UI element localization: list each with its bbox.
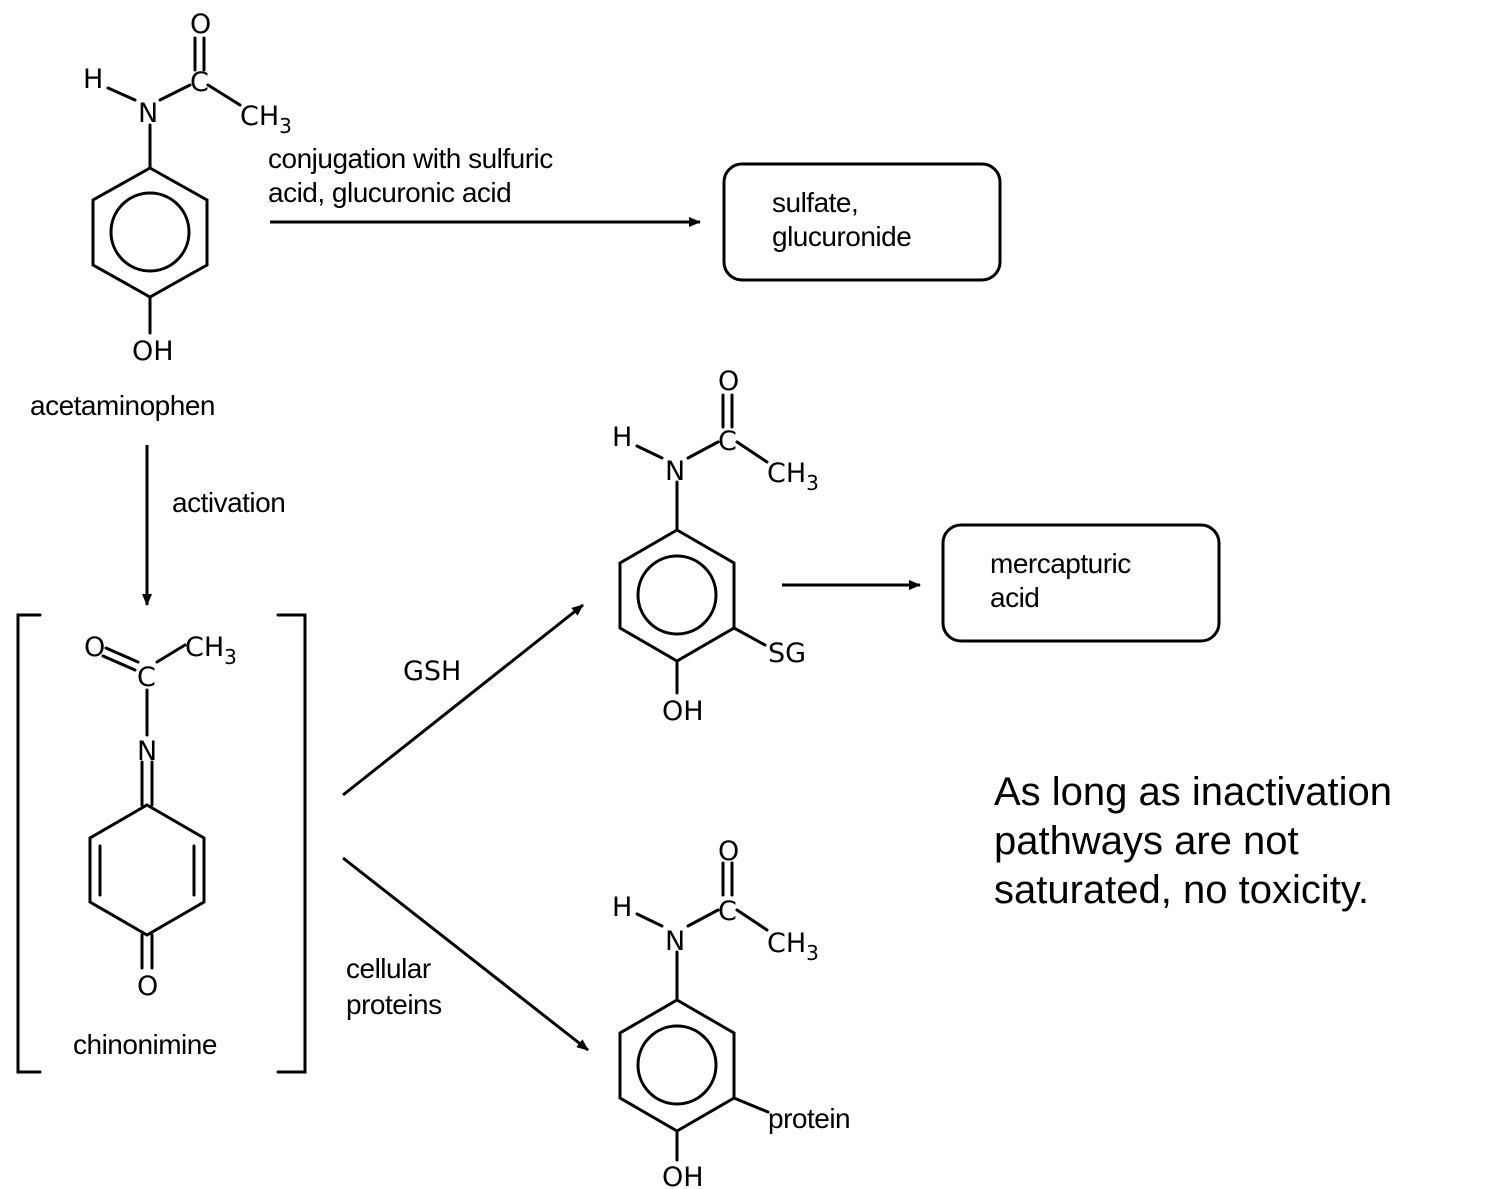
protein-adduct-o-atom: O: [718, 836, 739, 867]
acetaminophen-structure: H N C O CH3 OH acetaminophen: [30, 9, 292, 421]
mercapturic-label: mercapturic: [990, 548, 1131, 579]
protein-adduct-structure: H N C O CH3 protein OH: [612, 836, 851, 1189]
caption-line-3: saturated, no toxicity.: [994, 868, 1369, 912]
chinonimine-label: chinonimine: [73, 1029, 217, 1060]
gsh-conjugate-structure: H N C O CH3 SG OH: [612, 366, 819, 727]
cellular-proteins-arrow: cellular proteins: [342, 856, 589, 1052]
caption-line-2: pathways are not: [994, 819, 1299, 863]
gsh-conjugate-oh-group: OH: [662, 696, 704, 727]
chinonimine-c-atom: C: [137, 662, 156, 693]
protein-adduct-protein-label: protein: [768, 1103, 850, 1134]
acetaminophen-ch3-group: CH3: [240, 101, 292, 138]
acid-label: acid: [990, 582, 1039, 613]
gsh-arrow: GSH: [342, 603, 584, 797]
gsh-conjugate-n-atom: N: [665, 456, 685, 487]
chinonimine-ch3-group: CH3: [185, 632, 237, 669]
activation-label: activation: [172, 487, 285, 518]
sulfate-label: sulfate,: [772, 187, 858, 218]
gsh-conjugate-sg-group: SG: [768, 638, 806, 669]
chinonimine-o-bottom-atom: O: [137, 971, 158, 1002]
acetaminophen-o-atom: O: [190, 9, 211, 40]
gsh-label: GSH: [403, 656, 461, 687]
acetaminophen-n-atom: N: [138, 98, 158, 129]
chinonimine-n-atom: N: [137, 736, 157, 767]
cellular-label: cellular: [346, 953, 431, 984]
gsh-conjugate-o-atom: O: [718, 366, 739, 397]
acetaminophen-c-atom: C: [190, 67, 209, 98]
protein-adduct-ch3-group: CH3: [767, 928, 819, 965]
glucuronide-label: glucuronide: [772, 221, 911, 252]
protein-adduct-oh-group: OH: [662, 1162, 704, 1189]
conjugation-label-line2: acid, glucuronic acid: [268, 177, 511, 208]
gsh-conjugate-c-atom: C: [718, 426, 737, 457]
protein-adduct-c-atom: C: [718, 896, 737, 927]
sulfate-glucuronide-box: sulfate, glucuronide: [722, 162, 1002, 282]
gsh-conjugate-ch3-group: CH3: [767, 458, 819, 495]
protein-adduct-n-atom: N: [665, 926, 685, 957]
acetaminophen-h-atom: H: [83, 64, 103, 95]
proteins-label: proteins: [346, 989, 442, 1020]
mercapturic-acid-box: mercapturic acid: [941, 523, 1221, 643]
protein-adduct-h-atom: H: [612, 892, 632, 923]
chinonimine-o-top-atom: O: [84, 632, 105, 663]
acetaminophen-label: acetaminophen: [30, 390, 215, 421]
gsh-conjugate-h-atom: H: [612, 422, 632, 453]
caption-line-1: As long as inactivation: [994, 770, 1393, 814]
conjugation-label-line1: conjugation with sulfuric: [268, 143, 553, 174]
activation-arrow: activation: [142, 445, 286, 606]
acetaminophen-oh-group: OH: [132, 336, 174, 367]
chinonimine-structure: O C CH3 N O chinonimine: [16, 613, 307, 1074]
toxicity-caption: As long as inactivation pathways are not…: [994, 768, 1474, 915]
conjugation-arrow: conjugation with sulfuric acid, glucuron…: [268, 143, 701, 227]
